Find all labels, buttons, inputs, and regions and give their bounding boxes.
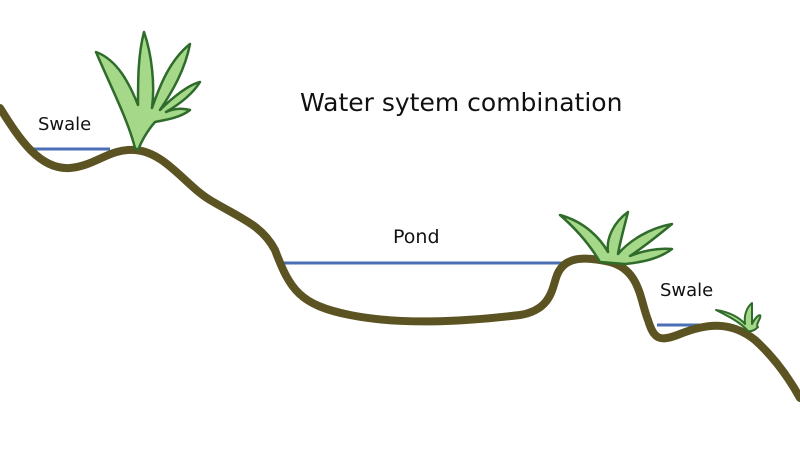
ground-profile	[0, 104, 800, 402]
pond-label: Pond	[393, 226, 440, 248]
swale-left-label: Swale	[38, 114, 92, 135]
plant-middle-icon	[558, 210, 674, 266]
plant-right-icon	[715, 302, 762, 333]
swale-right-label: Swale	[660, 280, 714, 301]
diagram-title: Water sytem combination	[300, 88, 623, 117]
plant-left-icon	[94, 30, 202, 152]
